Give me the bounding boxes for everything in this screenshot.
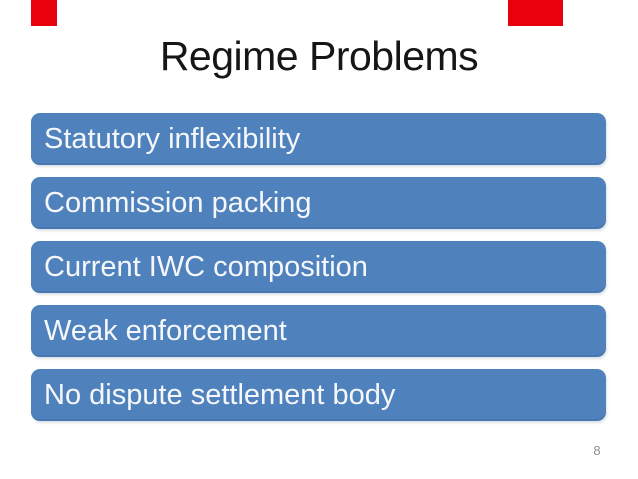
problem-bar-label: Weak enforcement	[44, 314, 287, 347]
slide-title: Regime Problems	[159, 33, 479, 79]
problem-bar: Current IWC composition	[31, 241, 606, 293]
problem-bar-list: Statutory inflexibility Commission packi…	[31, 113, 606, 433]
page-number: 8	[593, 443, 601, 458]
problem-bar-label: Current IWC composition	[44, 250, 368, 283]
red-redaction-block-top-left	[31, 0, 57, 26]
problem-bar: Commission packing	[31, 177, 606, 229]
problem-bar-label: No dispute settlement body	[44, 378, 396, 411]
problem-bar-label: Commission packing	[44, 186, 312, 219]
problem-bar-label: Statutory inflexibility	[44, 122, 301, 155]
red-redaction-block-top-right	[508, 0, 563, 26]
problem-bar: Statutory inflexibility	[31, 113, 606, 165]
problem-bar: Weak enforcement	[31, 305, 606, 357]
problem-bar: No dispute settlement body	[31, 369, 606, 421]
